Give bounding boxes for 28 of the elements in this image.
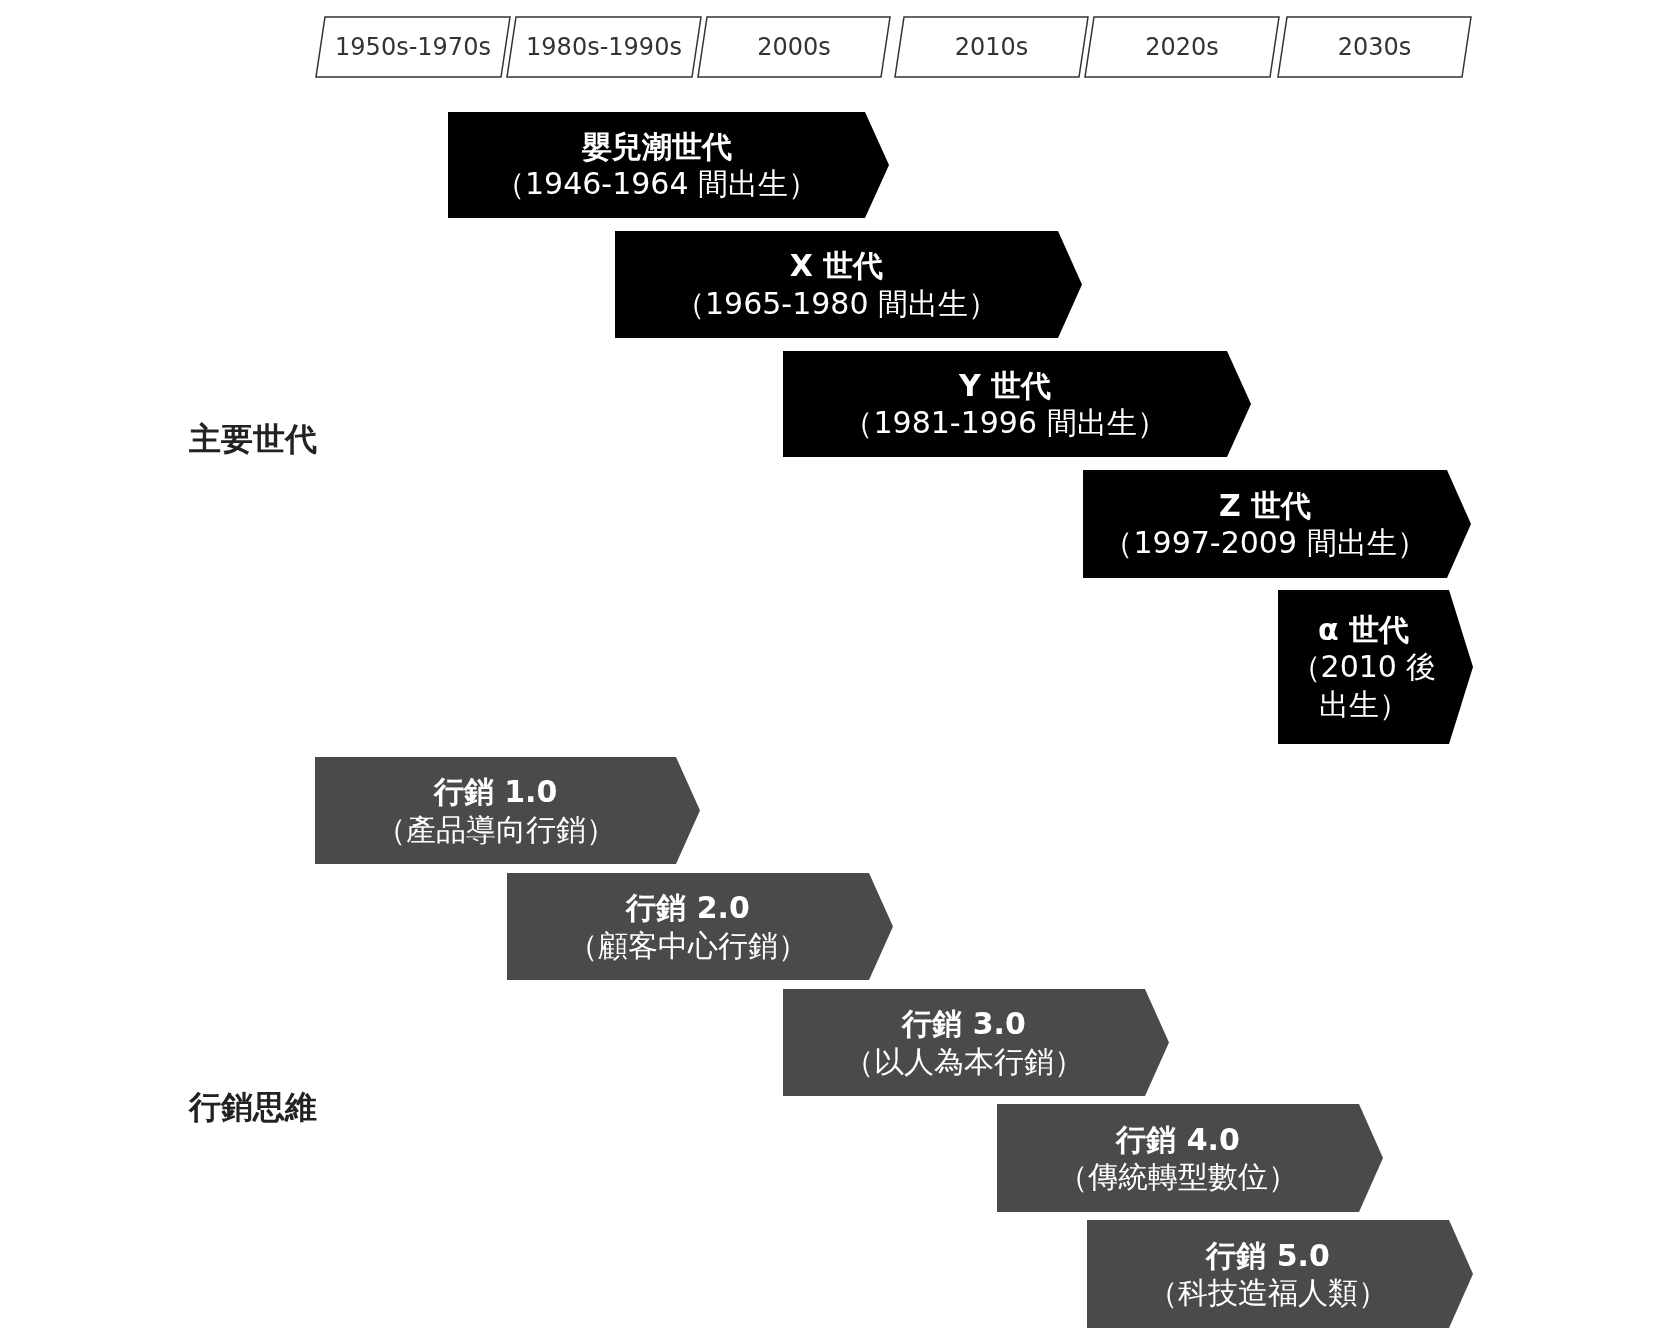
banner-subtitle: （1981-1996 間出生） bbox=[843, 404, 1167, 442]
banner-subtitle: （傳統轉型數位） bbox=[1058, 1158, 1298, 1196]
period-label: 2000s bbox=[757, 32, 831, 62]
banner-subtitle: （以人為本行銷） bbox=[844, 1042, 1084, 1080]
banner-subtitle: （產品導向行銷） bbox=[375, 810, 616, 848]
banner-subtitle: （顧客中心行銷） bbox=[568, 926, 808, 964]
row-label: 主要世代 bbox=[189, 419, 317, 460]
row-label: 行銷思維 bbox=[189, 1087, 317, 1128]
banner-subtitle: （2010 後出生） bbox=[1289, 648, 1438, 724]
banner-subtitle: （科技造福人類） bbox=[1148, 1274, 1388, 1312]
banner-title: α 世代 bbox=[1317, 610, 1410, 649]
banner-subtitle: （1965-1980 間出生） bbox=[674, 284, 999, 322]
banner-title: 行銷 1.0 bbox=[433, 773, 558, 811]
banner-title: 行銷 4.0 bbox=[1116, 1120, 1240, 1158]
banner-title: 嬰兒潮世代 bbox=[581, 127, 732, 165]
period-label: 2010s bbox=[954, 32, 1029, 62]
banner-title: X 世代 bbox=[789, 247, 884, 285]
banner-subtitle: （1997-2009 間出生） bbox=[1103, 524, 1427, 562]
banner-title: Y 世代 bbox=[958, 366, 1052, 404]
period-label: 2020s bbox=[1145, 32, 1219, 62]
period-label: 2030s bbox=[1337, 32, 1412, 62]
banner-title: 行銷 5.0 bbox=[1206, 1236, 1330, 1274]
banner-subtitle: （1946-1964 間出生） bbox=[494, 165, 819, 203]
banner-title: 行銷 3.0 bbox=[902, 1005, 1026, 1043]
period-label: 1980s-1990s bbox=[526, 32, 682, 62]
period-label: 1950s-1970s bbox=[335, 32, 491, 62]
banner-title: 行銷 2.0 bbox=[626, 889, 750, 927]
banner-title: Z 世代 bbox=[1218, 486, 1312, 524]
